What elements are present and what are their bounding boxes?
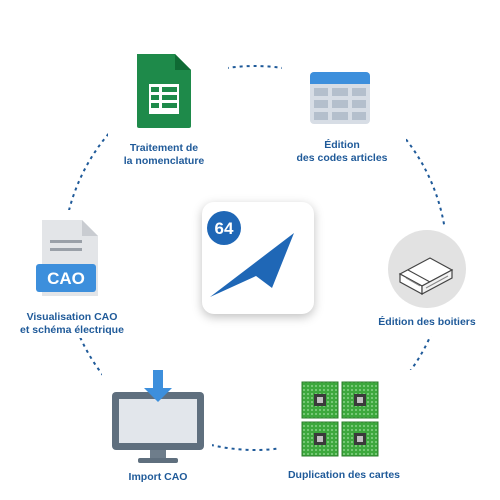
logo-badge-text: 64	[215, 219, 234, 238]
label-boards: Duplication des cartes	[287, 469, 401, 481]
app-logo-card: 64	[202, 202, 314, 314]
monitor-download-icon	[112, 370, 204, 463]
node-codes	[308, 70, 372, 131]
cao-file-icon: CAO	[36, 220, 98, 296]
table-grid-icon	[310, 72, 370, 124]
label-codes: Édition des codes articles	[296, 139, 388, 164]
node-packages	[386, 228, 468, 315]
node-viz: CAO	[36, 218, 104, 305]
label-viz: Visualisation CAO et schéma électrique	[20, 311, 124, 336]
label-import: Import CAO	[128, 471, 188, 483]
cao-tag-text: CAO	[47, 269, 85, 288]
node-import	[110, 368, 206, 471]
app-logo-icon: 64	[207, 211, 294, 300]
component-package-icon	[388, 230, 466, 308]
label-bom: Traitement de la nomenclature	[123, 142, 205, 167]
node-boards	[298, 380, 384, 463]
node-bom	[133, 52, 193, 135]
spreadsheet-icon	[137, 54, 191, 128]
label-packages: Édition des boitiers	[378, 316, 476, 328]
pcb-boards-icon	[301, 381, 379, 457]
